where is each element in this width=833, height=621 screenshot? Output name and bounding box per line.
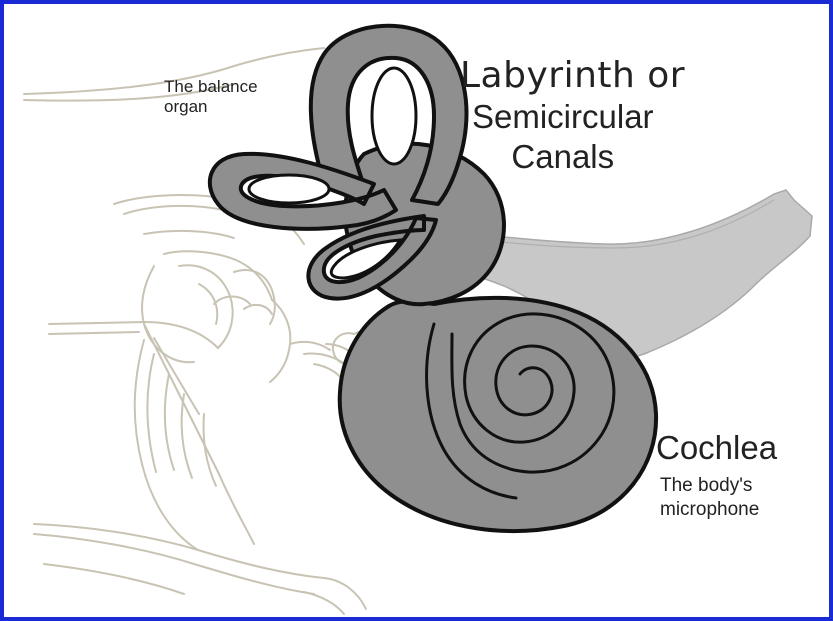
balance-organ-label: The balance organ: [164, 77, 258, 118]
cochlea-shape: [340, 298, 656, 531]
balance-organ-line-2: organ: [164, 97, 258, 117]
cochlea-description-line-1: The body's: [660, 474, 759, 498]
cochlea-description: The body's microphone: [660, 474, 759, 522]
cochlea-label: Cochlea: [656, 428, 777, 468]
semicircular-line-1: Semicircular: [472, 97, 654, 137]
labyrinth-label: Labyrinth or: [460, 54, 685, 97]
cochlea-description-line-2: microphone: [660, 498, 759, 522]
inner-ear-diagram: [4, 4, 829, 617]
semicircular-line-2: Canals: [472, 137, 654, 177]
balance-organ-line-1: The balance: [164, 77, 258, 97]
semicircular-canals-label: Semicircular Canals: [472, 97, 654, 176]
